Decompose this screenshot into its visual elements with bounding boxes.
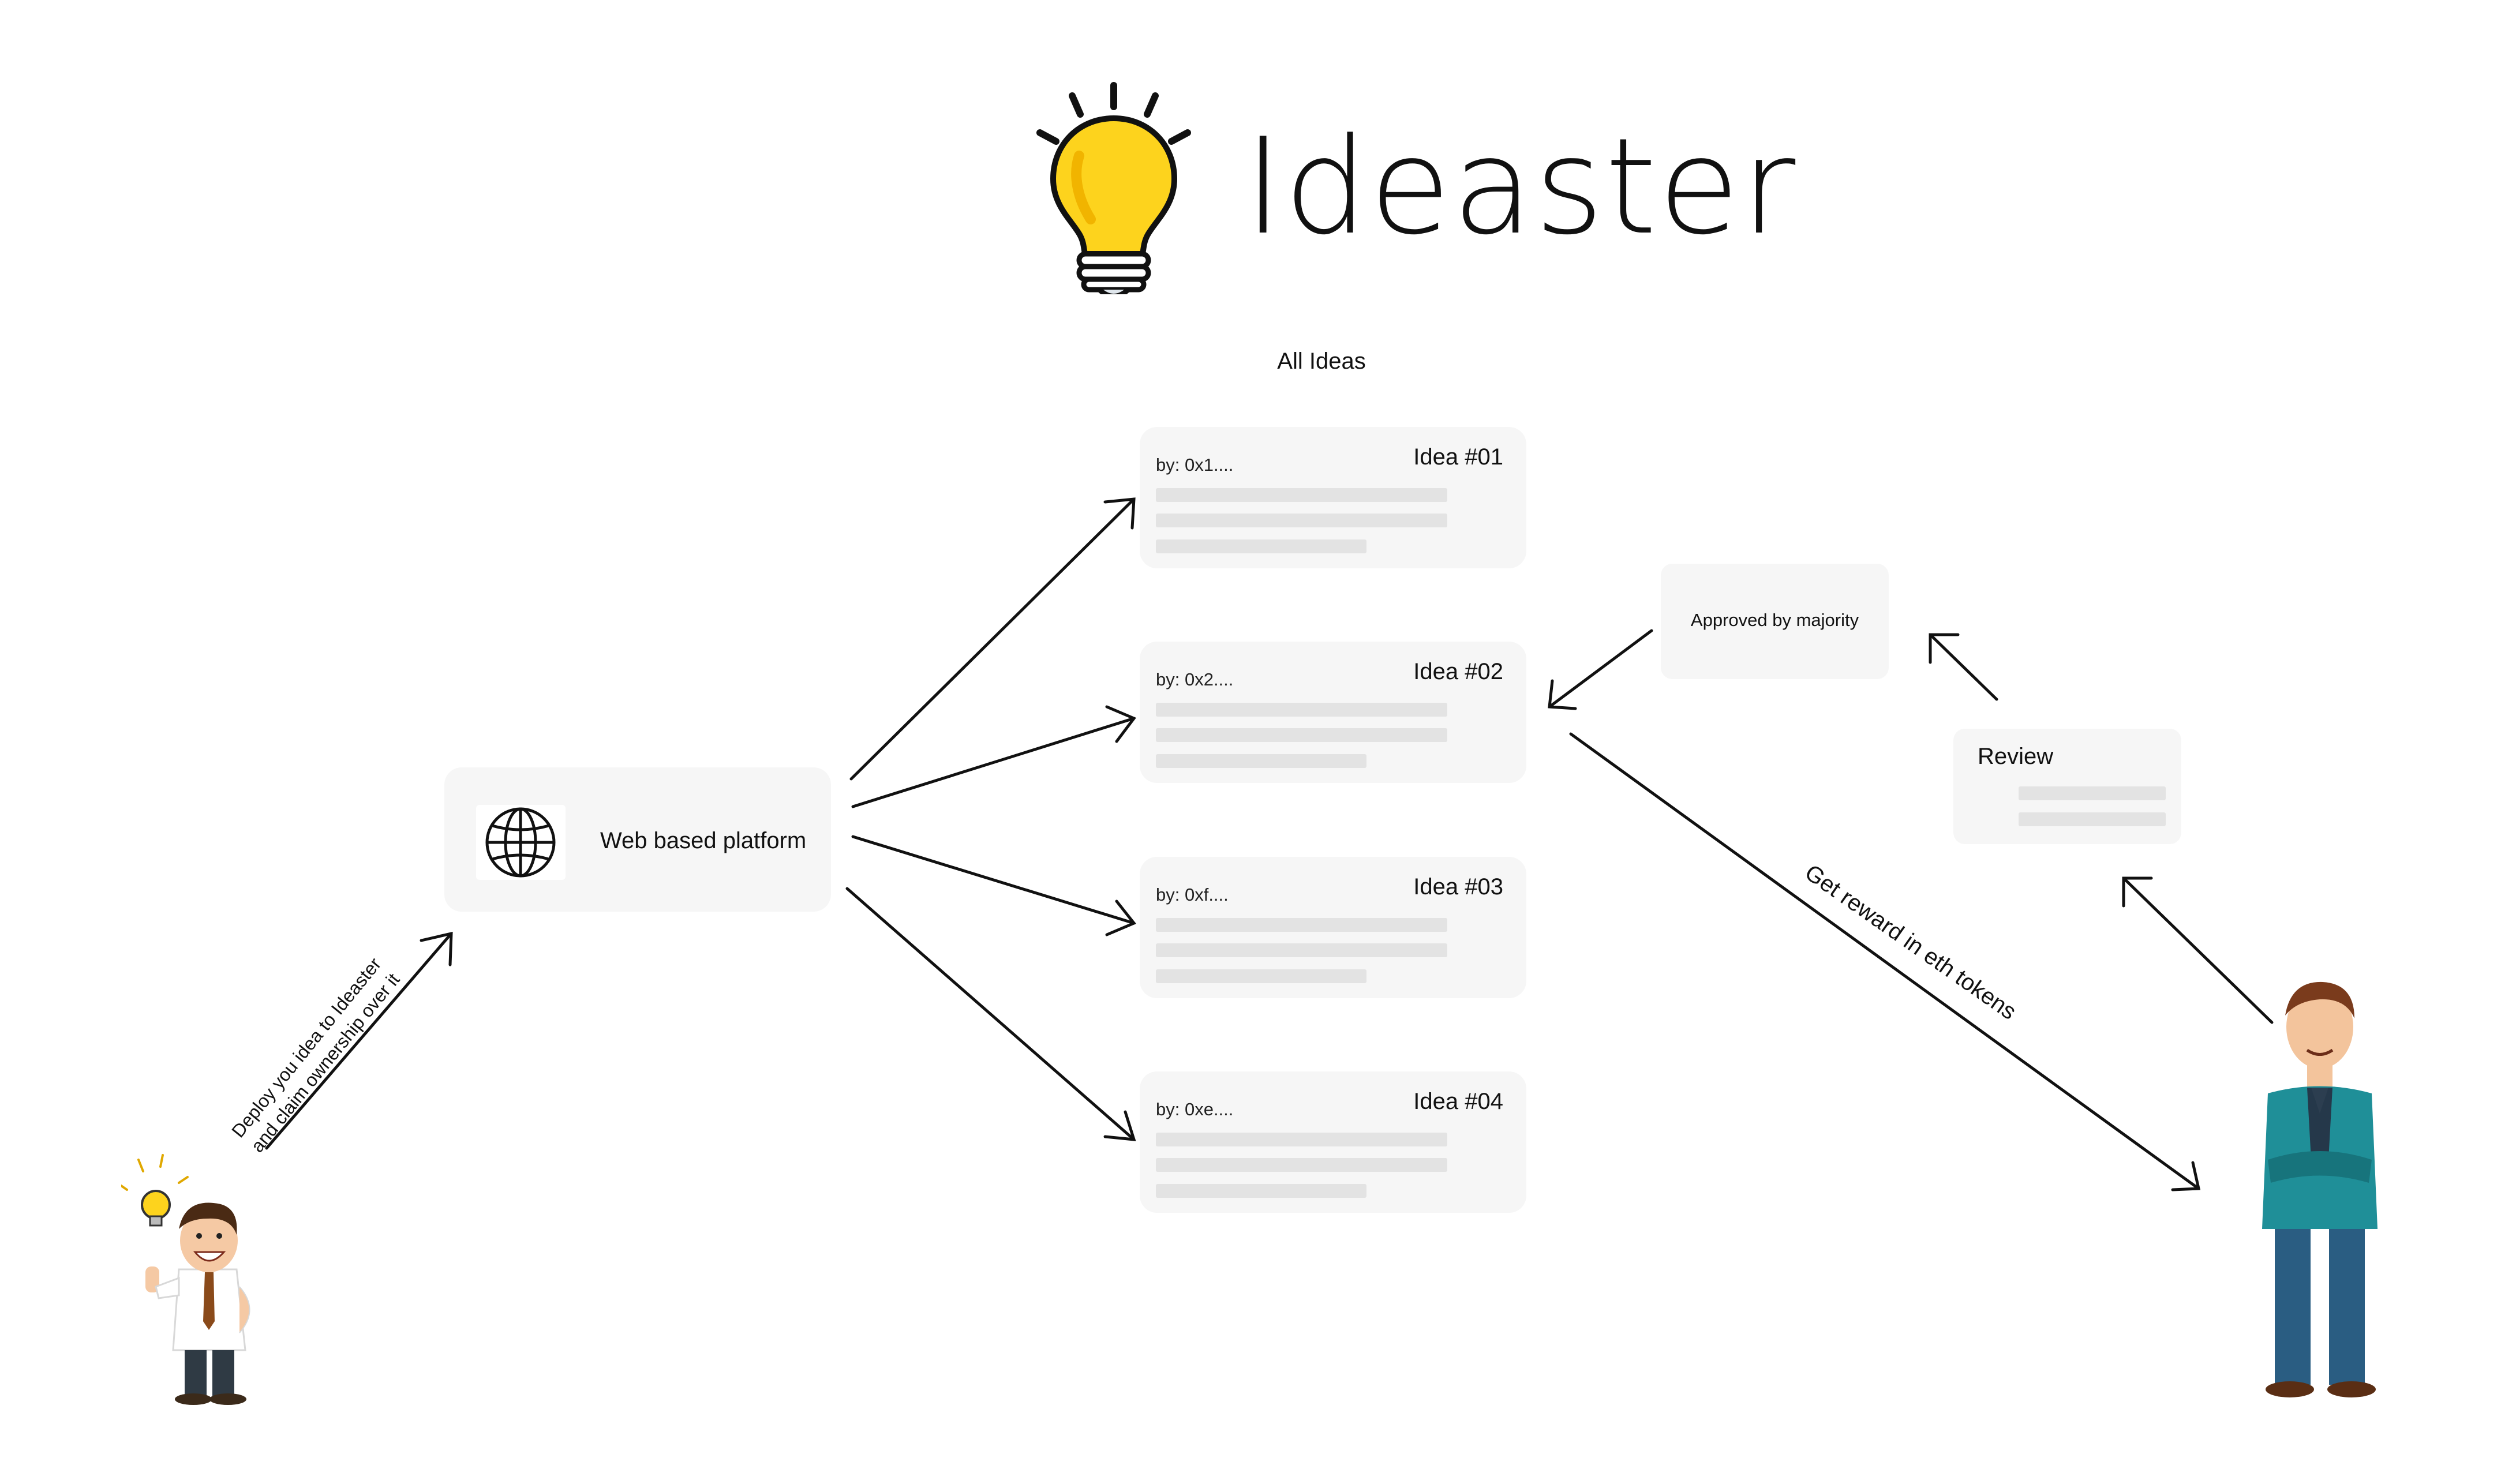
idea-card[interactable]: by: 0x2.... Idea #02 bbox=[1140, 642, 1526, 783]
globe-icon bbox=[485, 807, 556, 878]
arrow-approved-idea2 bbox=[1548, 629, 1653, 709]
review-card[interactable]: Review bbox=[1953, 729, 2181, 844]
skeleton-line bbox=[1156, 754, 1366, 768]
logo: Ideaster bbox=[1016, 81, 1795, 294]
skeleton-line bbox=[1156, 1158, 1447, 1172]
arrowhead-idea3 bbox=[1105, 900, 1136, 936]
idea-title: Idea #01 bbox=[1413, 444, 1503, 470]
skeleton-line bbox=[1156, 943, 1447, 957]
platform-label: Web based platform bbox=[600, 828, 807, 853]
arrow-platform-idea3 bbox=[851, 835, 1136, 925]
arrowhead-idea4 bbox=[1103, 1110, 1136, 1141]
arrow-platform-idea1 bbox=[849, 497, 1136, 781]
arrow-reward bbox=[1569, 732, 2200, 1190]
skeleton-line bbox=[1156, 918, 1447, 932]
skeleton-line bbox=[1156, 728, 1447, 742]
idea-author: by: 0xe.... bbox=[1156, 1099, 1234, 1119]
idea-title: Idea #04 bbox=[1413, 1089, 1503, 1114]
skeleton-line bbox=[2019, 812, 2166, 826]
all-ideas-title: All Ideas bbox=[1277, 348, 1366, 374]
logo-wordmark: Ideaster bbox=[1244, 110, 1797, 264]
lightbulb-icon bbox=[1036, 82, 1191, 294]
idea-title: Idea #03 bbox=[1413, 874, 1503, 900]
skeleton-line bbox=[1156, 703, 1447, 717]
arrowhead-idea1 bbox=[1103, 497, 1136, 530]
skeleton-line bbox=[1156, 539, 1366, 553]
skeleton-line bbox=[1156, 1184, 1366, 1198]
arrowhead-idea2 bbox=[1105, 705, 1136, 743]
skeleton-line bbox=[2019, 786, 2166, 800]
idea-author: by: 0xf.... bbox=[1156, 885, 1229, 905]
idea-author: by: 0x1.... bbox=[1156, 455, 1234, 475]
platform-card[interactable]: Web based platform bbox=[444, 767, 831, 912]
arrow-platform-idea2 bbox=[851, 717, 1136, 808]
idea-title: Idea #02 bbox=[1413, 659, 1503, 684]
arrowhead-reward bbox=[2171, 1161, 2201, 1191]
skeleton-line bbox=[1156, 514, 1447, 527]
arrow-deploy bbox=[265, 932, 453, 1150]
globe-icon-box bbox=[476, 805, 566, 880]
idea-card[interactable]: by: 0xf.... Idea #03 bbox=[1140, 857, 1526, 998]
skeleton-line bbox=[1156, 1133, 1447, 1146]
idea-card[interactable]: by: 0xe.... Idea #04 bbox=[1140, 1071, 1526, 1213]
arrow-person-review bbox=[2122, 876, 2274, 1024]
arrowhead-deploy bbox=[420, 931, 453, 966]
arrow-review-approved bbox=[1929, 633, 1998, 701]
arrowhead-person bbox=[2122, 876, 2153, 908]
reviewer-person-illustration bbox=[2262, 981, 2378, 1397]
creator-person-illustration bbox=[121, 1154, 250, 1405]
approved-label: Approved by majority bbox=[1690, 610, 1859, 630]
skeleton-line bbox=[1156, 969, 1366, 983]
arrowhead-review bbox=[1929, 633, 1960, 664]
skeleton-line bbox=[1156, 488, 1447, 502]
approved-card: Approved by majority bbox=[1661, 564, 1889, 679]
idea-author: by: 0x2.... bbox=[1156, 669, 1234, 689]
arrow-platform-idea4 bbox=[845, 887, 1136, 1141]
idea-card[interactable]: by: 0x1.... Idea #01 bbox=[1140, 427, 1526, 568]
review-label: Review bbox=[1978, 744, 2054, 769]
arrowhead-approved bbox=[1548, 679, 1577, 710]
